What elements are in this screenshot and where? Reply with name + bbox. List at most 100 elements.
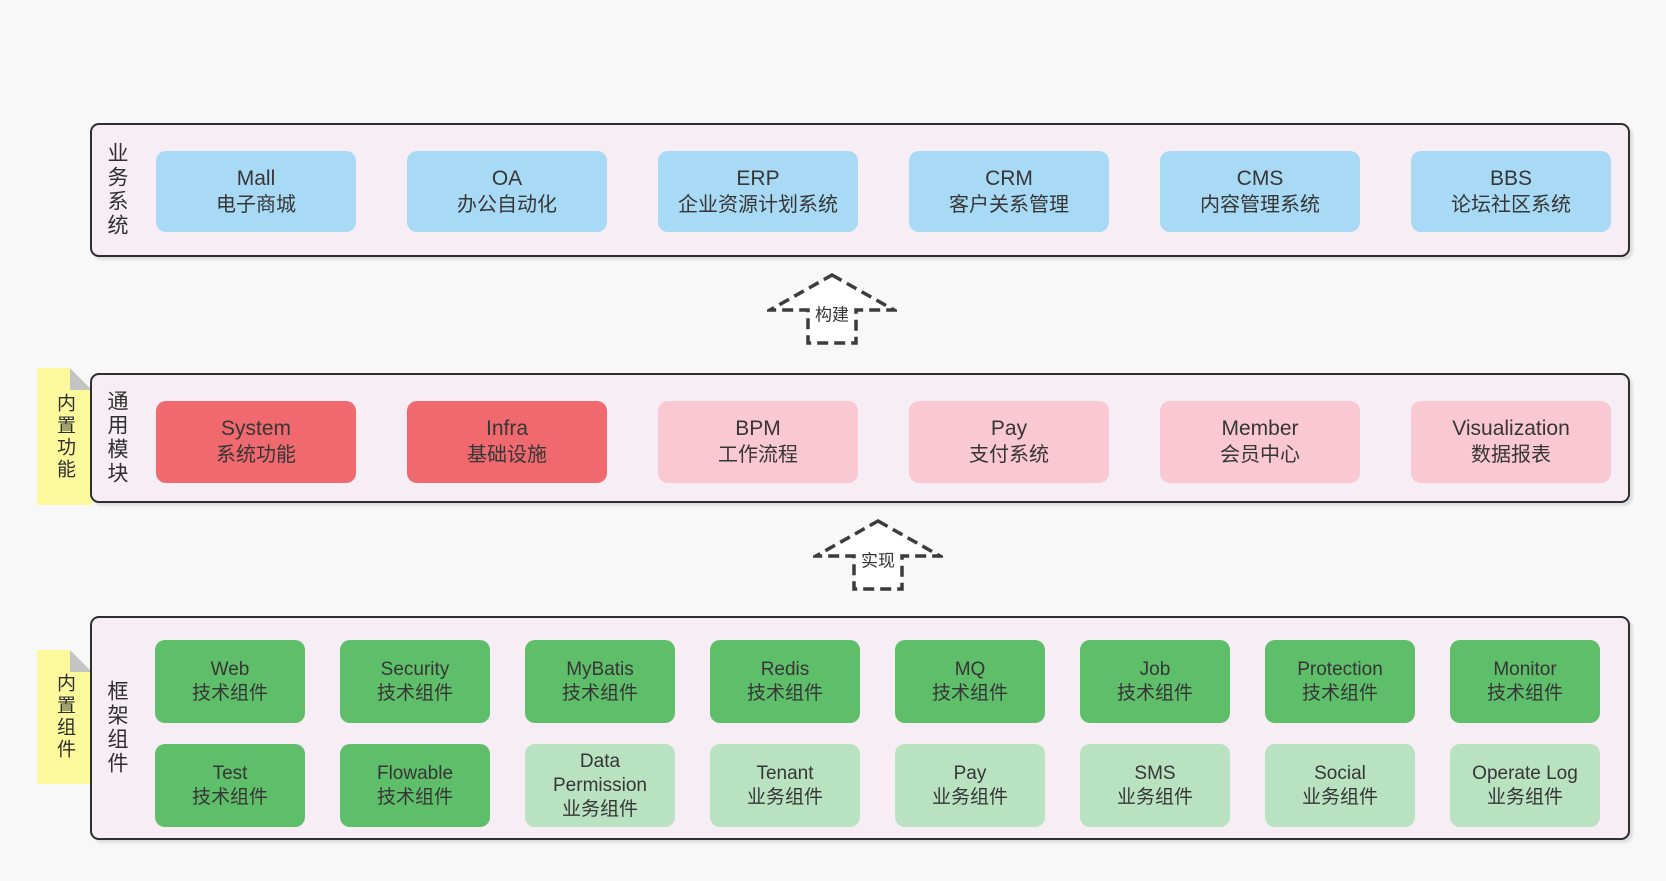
box-oa-name: OA bbox=[491, 166, 523, 190]
box-member-name: Member bbox=[1221, 417, 1299, 440]
layer-modules-title: 通用模块 bbox=[105, 390, 128, 486]
box-operate-log-desc: 业务组件 bbox=[1486, 786, 1563, 808]
box-erp-desc: 企业资源计划系统 bbox=[678, 193, 838, 216]
box-system-desc: 系统功能 bbox=[216, 444, 296, 466]
box-sms: SMS 业务组件 bbox=[1080, 744, 1230, 827]
box-oa: OA 办公自动化 bbox=[407, 151, 607, 232]
box-pay-component-desc: 业务组件 bbox=[931, 786, 1008, 808]
box-erp: ERP 企业资源计划系统 bbox=[658, 151, 858, 232]
box-protection-desc: 技术组件 bbox=[1301, 682, 1378, 704]
box-system-name: System bbox=[220, 417, 291, 440]
box-data-permission-name: Data Permission bbox=[553, 750, 647, 796]
build-arrow: 构建 bbox=[767, 272, 897, 346]
box-flowable-name: Flowable bbox=[376, 762, 454, 784]
box-mq-name: MQ bbox=[954, 658, 986, 680]
implement-arrow: 实现 bbox=[813, 518, 943, 592]
box-sms-name: SMS bbox=[1134, 762, 1176, 784]
box-mybatis: MyBatis 技术组件 bbox=[525, 640, 675, 723]
box-cms: CMS 内容管理系统 bbox=[1160, 151, 1360, 232]
sticky-note-builtin-functions: 内置功能 bbox=[37, 368, 92, 505]
box-redis-name: Redis bbox=[760, 658, 810, 680]
box-security: Security 技术组件 bbox=[340, 640, 490, 723]
box-cms-desc: 内容管理系统 bbox=[1200, 193, 1320, 216]
box-job: Job 技术组件 bbox=[1080, 640, 1230, 723]
box-test-name: Test bbox=[212, 762, 248, 784]
box-pay-component-name: Pay bbox=[953, 762, 987, 784]
box-tenant-name: Tenant bbox=[756, 762, 814, 784]
box-bbs-name: BBS bbox=[1489, 166, 1533, 190]
box-visualization: Visualization 数据报表 bbox=[1411, 401, 1611, 483]
box-tenant-desc: 业务组件 bbox=[746, 786, 823, 808]
box-oa-desc: 办公自动化 bbox=[457, 193, 557, 216]
box-social-name: Social bbox=[1314, 762, 1366, 784]
box-web: Web 技术组件 bbox=[155, 640, 305, 723]
box-web-desc: 技术组件 bbox=[191, 682, 268, 704]
box-job-desc: 技术组件 bbox=[1116, 682, 1193, 704]
box-system: System 系统功能 bbox=[156, 401, 356, 483]
box-mall-desc: 电子商城 bbox=[216, 193, 296, 216]
box-social-desc: 业务组件 bbox=[1301, 786, 1378, 808]
box-pay-module-name: Pay bbox=[990, 417, 1028, 440]
box-monitor: Monitor 技术组件 bbox=[1450, 640, 1600, 723]
box-member-desc: 会员中心 bbox=[1220, 444, 1300, 466]
box-erp-name: ERP bbox=[736, 166, 780, 190]
box-flowable: Flowable 技术组件 bbox=[340, 744, 490, 827]
box-protection-name: Protection bbox=[1297, 658, 1383, 680]
box-mq: MQ 技术组件 bbox=[895, 640, 1045, 723]
box-job-name: Job bbox=[1139, 658, 1171, 680]
box-pay-module-desc: 支付系统 bbox=[969, 444, 1049, 466]
box-bpm-name: BPM bbox=[735, 417, 781, 440]
box-monitor-name: Monitor bbox=[1493, 658, 1557, 680]
layer-common-modules: 通用模块 System 系统功能 Infra 基础设施 BPM 工作流程 Pay… bbox=[90, 373, 1630, 503]
box-mq-desc: 技术组件 bbox=[931, 682, 1008, 704]
box-tenant: Tenant 业务组件 bbox=[710, 744, 860, 827]
build-arrow-label: 构建 bbox=[812, 299, 852, 327]
box-social: Social 业务组件 bbox=[1265, 744, 1415, 827]
layer-components-title: 框架组件 bbox=[105, 680, 128, 776]
box-visualization-desc: 数据报表 bbox=[1471, 444, 1551, 466]
box-infra-desc: 基础设施 bbox=[467, 444, 547, 466]
box-security-desc: 技术组件 bbox=[376, 682, 453, 704]
layer-framework-components: 框架组件 Web 技术组件 Security 技术组件 MyBatis 技术组件… bbox=[90, 616, 1630, 840]
box-mall-name: Mall bbox=[236, 166, 276, 190]
box-redis-desc: 技术组件 bbox=[746, 682, 823, 704]
box-mybatis-name: MyBatis bbox=[566, 658, 634, 680]
box-operate-log: Operate Log 业务组件 bbox=[1450, 744, 1600, 827]
note-builtin-functions-text: 内置功能 bbox=[54, 392, 75, 481]
box-bbs: BBS 论坛社区系统 bbox=[1411, 151, 1611, 232]
box-mybatis-desc: 技术组件 bbox=[561, 682, 638, 704]
layer-business-title: 业务系统 bbox=[105, 142, 128, 238]
box-operate-log-name: Operate Log bbox=[1472, 762, 1578, 784]
box-protection: Protection 技术组件 bbox=[1265, 640, 1415, 723]
box-visualization-name: Visualization bbox=[1452, 417, 1570, 440]
layer-business-systems: 业务系统 Mall 电子商城 OA 办公自动化 ERP 企业资源计划系统 CRM… bbox=[90, 123, 1630, 257]
note-fold-corner-icon bbox=[70, 650, 92, 672]
box-bpm: BPM 工作流程 bbox=[658, 401, 858, 483]
box-bbs-desc: 论坛社区系统 bbox=[1451, 193, 1571, 216]
box-infra: Infra 基础设施 bbox=[407, 401, 607, 483]
box-data-permission-desc: 业务组件 bbox=[561, 798, 638, 820]
note-fold-corner-icon bbox=[70, 368, 92, 390]
box-crm: CRM 客户关系管理 bbox=[909, 151, 1109, 232]
box-redis: Redis 技术组件 bbox=[710, 640, 860, 723]
box-infra-name: Infra bbox=[485, 417, 529, 440]
box-data-permission: Data Permission 业务组件 bbox=[525, 744, 675, 827]
box-pay-component: Pay 业务组件 bbox=[895, 744, 1045, 827]
box-mall: Mall 电子商城 bbox=[156, 151, 356, 232]
sticky-note-builtin-components: 内置组件 bbox=[37, 650, 92, 784]
implement-arrow-label: 实现 bbox=[858, 545, 898, 573]
box-cms-name: CMS bbox=[1236, 166, 1284, 190]
box-member: Member 会员中心 bbox=[1160, 401, 1360, 483]
box-monitor-desc: 技术组件 bbox=[1486, 682, 1563, 704]
box-crm-name: CRM bbox=[985, 166, 1033, 190]
box-bpm-desc: 工作流程 bbox=[718, 444, 798, 466]
box-sms-desc: 业务组件 bbox=[1116, 786, 1193, 808]
box-pay-module: Pay 支付系统 bbox=[909, 401, 1109, 483]
box-web-name: Web bbox=[210, 658, 250, 680]
box-security-name: Security bbox=[380, 658, 450, 680]
note-builtin-components-text: 内置组件 bbox=[54, 673, 75, 761]
box-crm-desc: 客户关系管理 bbox=[949, 193, 1069, 216]
box-test-desc: 技术组件 bbox=[191, 786, 268, 808]
box-flowable-desc: 技术组件 bbox=[376, 786, 453, 808]
